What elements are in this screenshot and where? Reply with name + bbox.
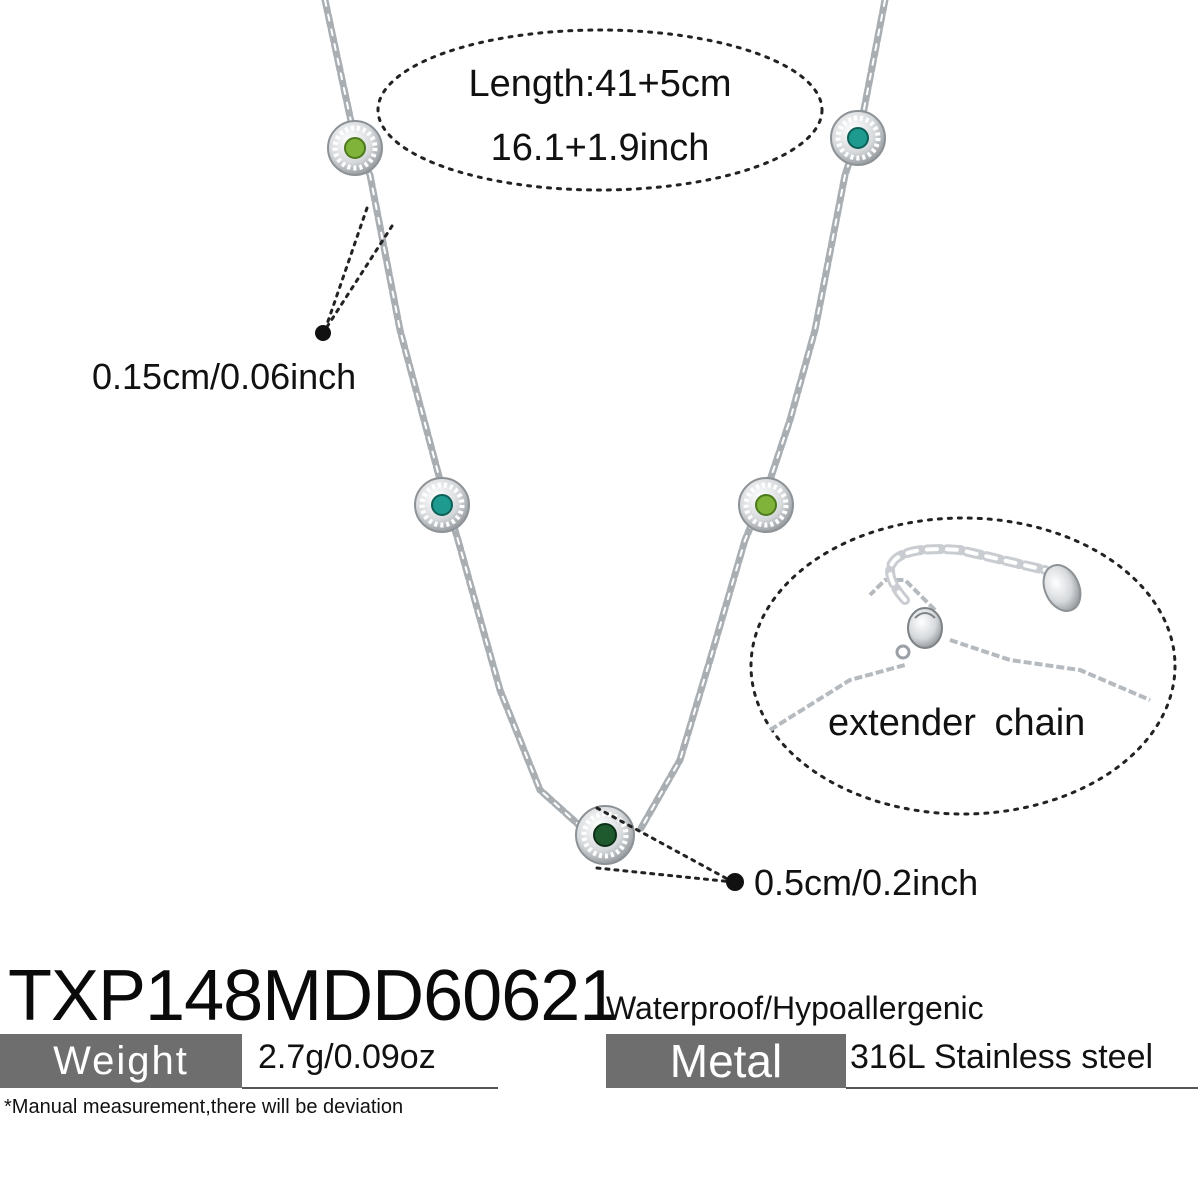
chain-width-label: 0.15cm/0.06inch bbox=[92, 356, 357, 397]
product-sku: TXP148MDD60621 bbox=[8, 956, 619, 1036]
length-metric: Length:41+5cm bbox=[468, 63, 732, 105]
weight-value: 2.7g/0.09oz bbox=[258, 1038, 436, 1076]
charm-bottom-center bbox=[575, 805, 635, 865]
extender-chain-detail bbox=[768, 544, 1151, 732]
charm-size-dot bbox=[726, 873, 744, 891]
charm-top-left bbox=[327, 120, 383, 176]
measurement-footnote: *Manual measurement,there will be deviat… bbox=[4, 1096, 404, 1118]
charm-top-right bbox=[830, 110, 886, 166]
length-callout-ellipse bbox=[376, 28, 824, 192]
length-callout: Length:41+5cm 16.1+1.9inch bbox=[380, 52, 820, 180]
weight-underline bbox=[242, 1087, 498, 1089]
charm-mid-left bbox=[414, 477, 470, 533]
charm-size-pointer bbox=[595, 806, 735, 884]
chain-width-dot bbox=[315, 325, 331, 341]
metal-value: 316L Stainless steel bbox=[850, 1038, 1154, 1076]
lobster-clasp-icon bbox=[895, 607, 943, 660]
length-imperial: 16.1+1.9inch bbox=[490, 127, 710, 169]
metal-underline bbox=[846, 1087, 1198, 1089]
product-features: Waterproof/Hypoallergenic bbox=[606, 990, 984, 1026]
extender-chain-label: extender chain bbox=[828, 702, 1086, 744]
weight-label: Weight bbox=[0, 1034, 242, 1088]
metal-label: Metal bbox=[606, 1034, 846, 1088]
extender-tag bbox=[1042, 564, 1082, 612]
charm-size-label: 0.5cm/0.2inch bbox=[754, 862, 979, 903]
charm-mid-right bbox=[738, 477, 794, 533]
extender-callout-ellipse bbox=[749, 516, 1177, 816]
chain-width-pointer bbox=[323, 224, 394, 332]
